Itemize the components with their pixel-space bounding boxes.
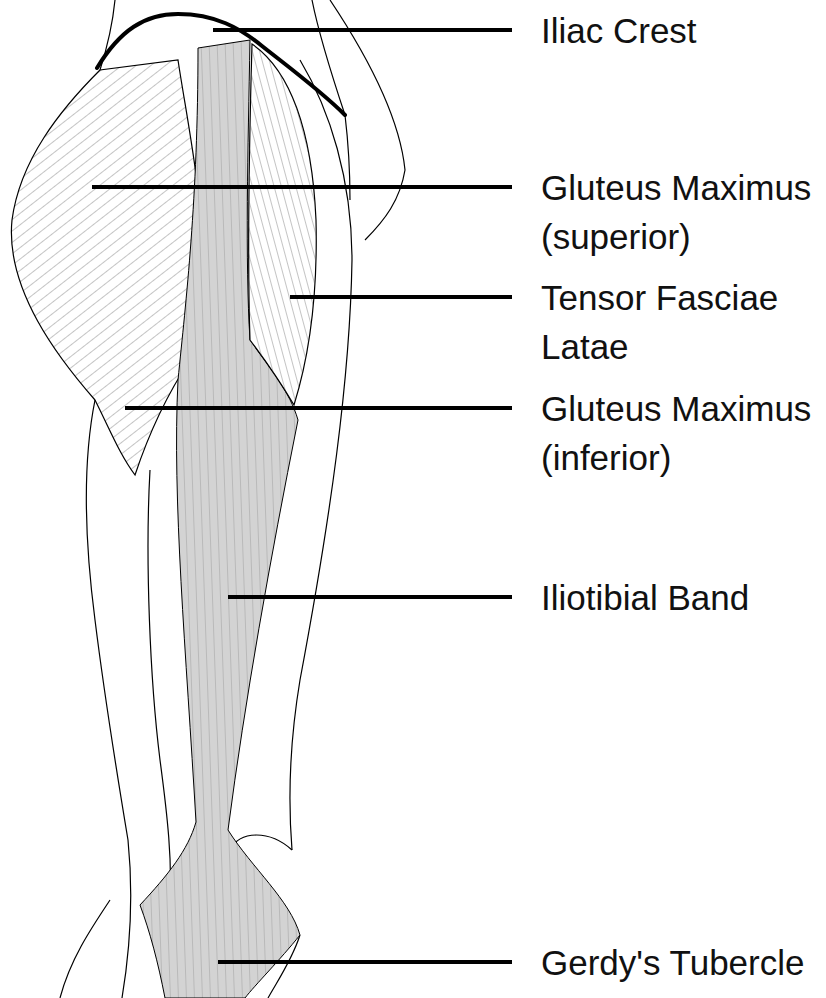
part-label: Gluteus Maximus (superior): [541, 163, 821, 261]
leader-line: [228, 595, 512, 599]
leader-line: [290, 295, 512, 299]
part-label: Iliotibial Band: [541, 573, 821, 622]
leader-line: [92, 185, 512, 189]
leader-line: [125, 406, 512, 410]
arm-outline: [330, 0, 405, 240]
tensor-fasciae-latae: [249, 44, 317, 405]
tensor-fasciae-latae: [249, 44, 317, 405]
leg-outline: [60, 900, 110, 998]
part-label: Iliac Crest: [541, 6, 821, 55]
part-label: Gluteus Maximus (inferior): [541, 384, 821, 482]
leader-line: [218, 960, 512, 964]
hamstring-outline: [148, 470, 170, 900]
part-label: Tensor Fasciae Latae: [541, 273, 821, 371]
part-label: Gerdy's Tubercle: [541, 938, 821, 987]
gluteus-maximus: [11, 60, 198, 475]
leader-line: [213, 28, 512, 32]
thigh-outline: [86, 400, 131, 998]
